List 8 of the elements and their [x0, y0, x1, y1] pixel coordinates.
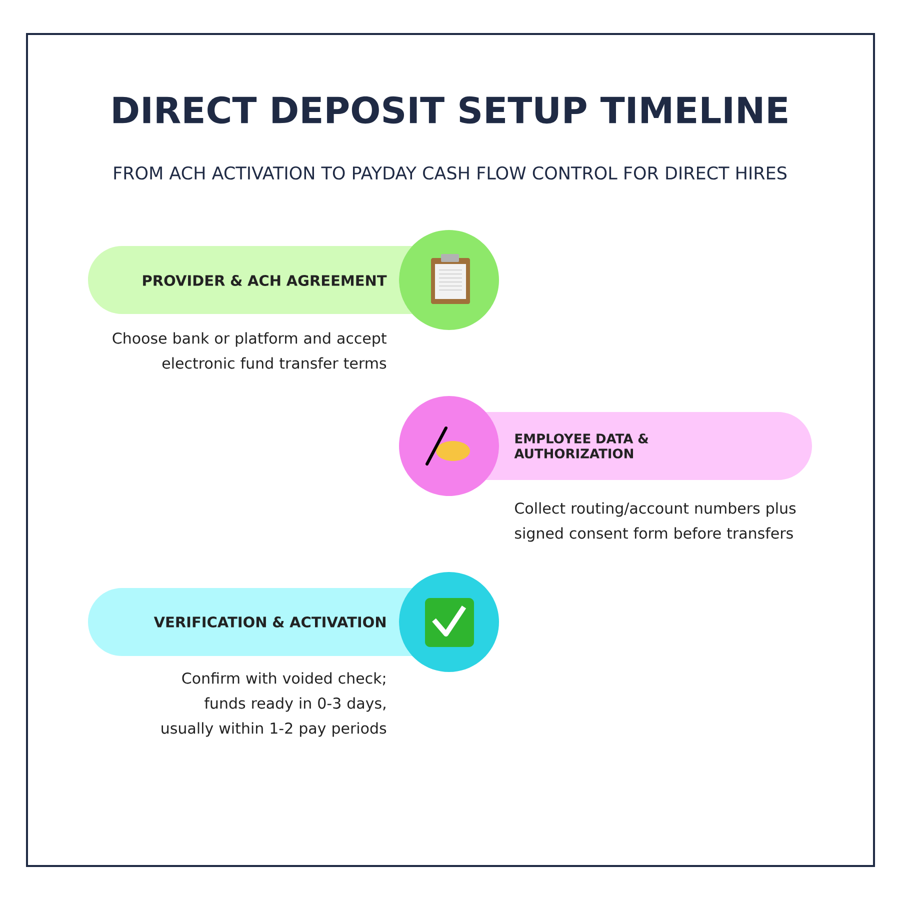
step-description: Confirm with voided check; funds ready in 0-3 days, usually within 1-2 pay periods	[162, 672, 386, 737]
step-pill: EMPLOYEE DATA & AUTHORIZATION	[486, 412, 812, 480]
step-pill: VERIFICATION & ACTIVATION	[88, 588, 412, 656]
step-pill: PROVIDER & ACH AGREEMENT	[88, 246, 412, 314]
subtitle: FROM ACH ACTIVATION TO PAYDAY CASH FLOW CONTROL FOR DIRECT HIRES	[114, 166, 786, 180]
title: DIRECT DEPOSIT SETUP TIMELINE	[114, 96, 788, 124]
step-description: Collect routing/account numbers plus signed consent form before transfers	[515, 502, 796, 542]
step-description: Choose bank or platform and accept electronic fund transfer terms	[112, 332, 386, 369]
